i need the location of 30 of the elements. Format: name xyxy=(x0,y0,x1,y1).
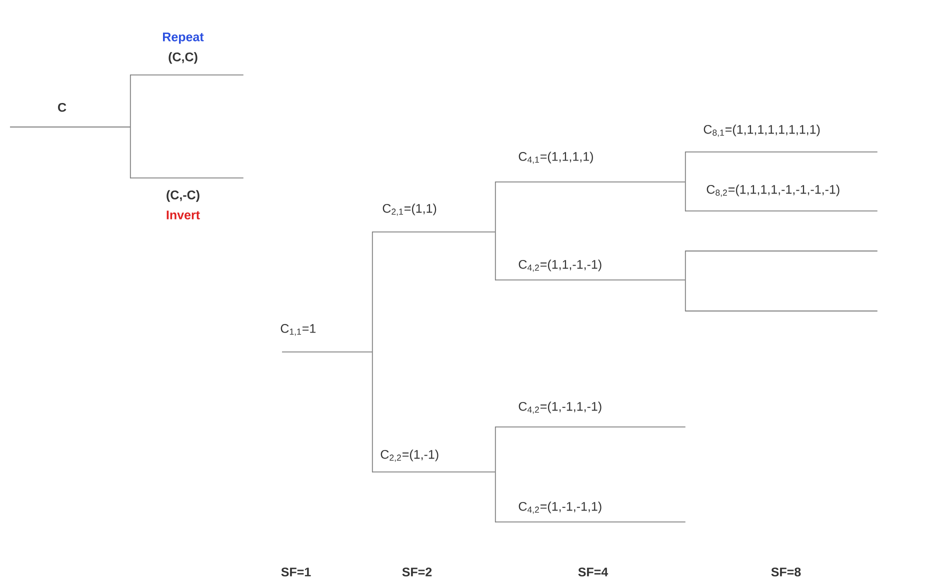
connector-line xyxy=(684,152,686,182)
code-label: Repeat (C,C) xyxy=(163,32,204,64)
code-label: C xyxy=(58,102,66,112)
code-label: C$_{8,2}$=(1,1,1,1,-1,-1,-1,-1) xyxy=(706,184,840,197)
code-label: C$_{2,1}$=(1,1) xyxy=(382,204,436,216)
spreading-factor-label: SF=2 xyxy=(402,568,432,576)
connector-line xyxy=(130,126,131,178)
code-label: C$_{4,1}$=(1,1,1,1) xyxy=(518,152,593,164)
spreading-factor-label: SF=8 xyxy=(771,568,801,576)
code-label: C$_{2,2}$=(1,-1) xyxy=(380,450,438,462)
connector-line xyxy=(684,280,686,312)
connector-line xyxy=(494,232,496,280)
connector-line xyxy=(372,232,373,352)
code-label: C$_{4,2}$=(1,-1,1,-1) xyxy=(518,402,602,414)
connector-line xyxy=(494,426,496,472)
spreading-factor-label: SF=4 xyxy=(578,568,608,576)
code-label: C$_{8,1}$=(1,1,1,1,1,1,1,1) xyxy=(704,124,820,137)
code-label: C$_{4,2}$=(1,1,-1,-1) xyxy=(518,260,602,272)
spreading-factor-label: SF=1 xyxy=(281,568,311,576)
connector-line xyxy=(494,182,496,232)
branch-line xyxy=(684,250,878,252)
branch-line xyxy=(684,310,878,312)
code-label: C$_{4,2}$=(1,-1,-1,1) xyxy=(518,502,602,514)
connector-line xyxy=(684,250,686,280)
code-label: (C,-C) Invert xyxy=(166,190,200,220)
connector-line xyxy=(372,352,373,472)
connector-line xyxy=(684,182,686,212)
code-label: C$_{1,1}$=1 xyxy=(280,324,316,336)
connector-line xyxy=(130,74,131,128)
connector-line xyxy=(494,472,496,522)
